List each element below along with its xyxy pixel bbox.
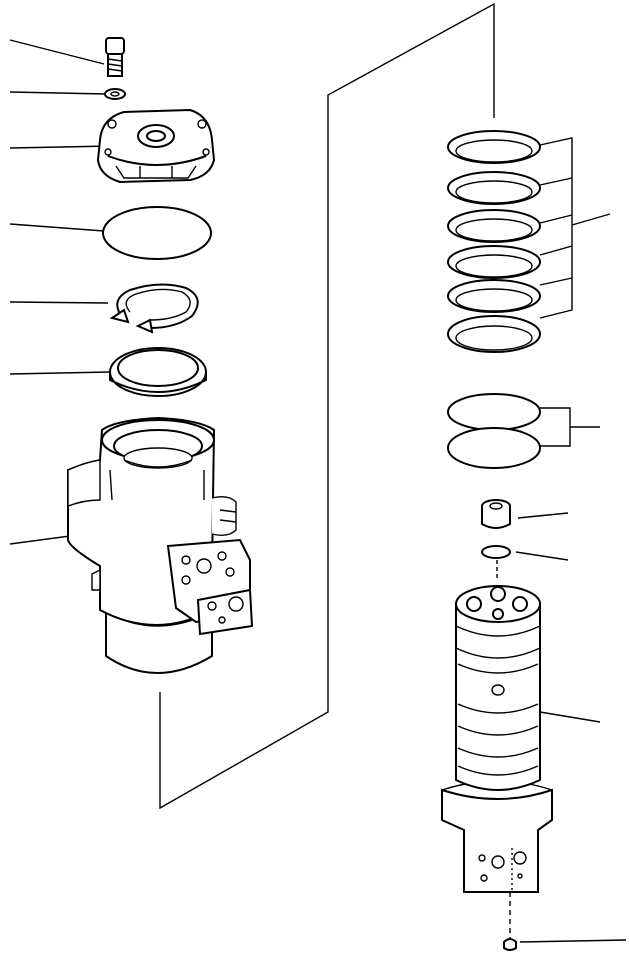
washer-icon: [104, 88, 126, 100]
leader-lines-right: [515, 137, 627, 943]
assembly-connection-line: [159, 2, 511, 940]
plug-icon: [481, 499, 511, 529]
leader-lines-left: [9, 39, 113, 545]
snap-ring-icon: [109, 283, 199, 334]
small-o-ring-icon: [481, 545, 511, 559]
rotor-shaft-icon: [441, 585, 553, 893]
o-ring-icon: [102, 206, 212, 260]
seal-ring-stack-icon: [447, 130, 541, 353]
pin-icon: [503, 938, 517, 951]
o-ring-pair-icon: [447, 393, 541, 469]
ring-icon: [109, 347, 207, 397]
bolt-icon: [105, 37, 125, 77]
housing-icon: [67, 416, 254, 674]
cover-plate-icon: [96, 108, 216, 184]
